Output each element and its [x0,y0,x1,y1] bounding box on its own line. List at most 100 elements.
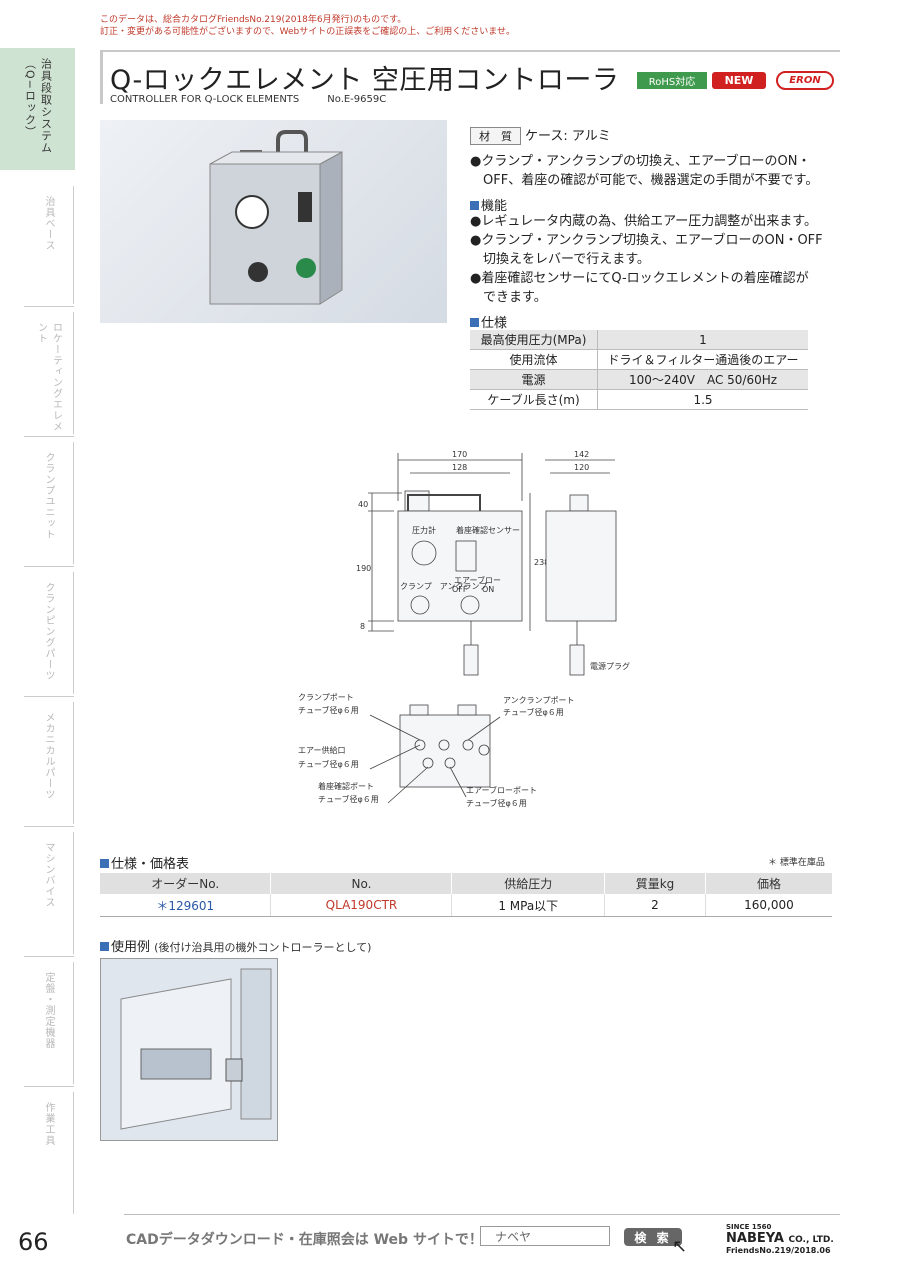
power-plug-label: 電源プラグ [590,661,630,671]
panel-pressure-label: 圧力計 [412,525,436,535]
price-table: オーダーNo. No. 供給圧力 質量kg 価格 ＊129601 QLA190C… [100,873,832,917]
unclamp-port-tube: チューブ径φ６用 [503,707,564,717]
page-subtitle: CONTROLLER FOR Q-LOCK ELEMENTS No.E-9659C [110,94,386,105]
machine-illustration [101,959,277,1140]
spec-value: 1.5 [597,389,808,410]
material-label: 材 質 [470,127,521,145]
spec-value: ドライ＆フィルター通過後のエアー [597,349,808,370]
spec-key: 最高使用圧力(MPa) [470,330,598,350]
price-heading-text: 仕様・価格表 [111,857,190,872]
sidebar-item-clamp-unit[interactable]: クランプユニット [24,442,74,564]
eron-logo: ERON [776,71,834,90]
features-heading-text: 機能 [481,199,508,214]
sidebar-item-mechanical-parts[interactable]: メカニカルパーツ [24,702,74,824]
sidebar-item-machine-vise[interactable]: マシンバイス [24,832,74,954]
sidebar-item-label: メカニカルパーツ [43,712,54,800]
intro-text: ●クランプ・アンクランプの切換え、エアーブローのON・ OFF、着座の確認が可能… [470,152,818,190]
panel-clamp-label: クランプ アンクランプ [400,582,487,591]
usage-heading: 使用例 (後付け治具用の機外コントローラーとして) [100,936,371,955]
dim-128: 128 [452,463,467,472]
panel-blow-label: エアーブロー [454,575,501,585]
spec-key: 使用流体 [470,349,598,370]
square-bullet-icon [470,201,479,210]
sidebar-item-label: 治具ベース [43,196,54,251]
sidebar-item-locating[interactable]: ロケーティングエレメント [24,312,74,434]
title-rule [100,50,840,52]
unclamp-port-label: アンクランプポート [503,696,574,705]
dim-40: 40 [358,500,368,509]
intro-line: OFF、着座の確認が可能で、機器選定の手間が不要です。 [470,173,819,188]
catalog-number: No.E-9659C [327,94,387,105]
new-badge: NEW [712,72,766,89]
sidebar-divider [24,436,74,437]
column-header: No. [270,873,453,894]
spec-heading-text: 仕様 [481,316,508,331]
subtitle-english: CONTROLLER FOR Q-LOCK ELEMENTS [110,94,300,105]
sidebar-item-label: 作業工具 [43,1102,54,1146]
sidebar-item-work-tools[interactable]: 作業工具 [24,1092,74,1214]
price-heading: 仕様・価格表 [100,853,189,872]
features-heading: 機能 [470,195,507,214]
sidebar-item-label: クランピングパーツ [43,582,54,681]
sidebar-item-qlock[interactable]: 治具段取システム（Q−ロック） [0,48,75,170]
usage-note: (後付け治具用の機外コントローラーとして) [154,941,372,954]
features-list: ●レギュレータ内蔵の為、供給エアー圧力調整が出来ます。 ●クランプ・アンクランプ… [470,212,823,307]
dimension-drawing: 170 128 圧力計 着座確認センサー クランプ アンクランプ エアーブロー … [298,450,630,808]
table-row: 最高使用圧力(MPa)1 [470,330,808,350]
dim-142: 142 [574,450,589,459]
clamp-port-tube: チューブ径φ６用 [298,705,359,715]
brand-suffix: CO., LTD. [788,1235,834,1245]
table-header-row: オーダーNo. No. 供給圧力 質量kg 価格 [100,873,832,894]
dim-120: 120 [574,463,589,472]
dim-238: 238 [534,558,549,567]
sidebar-item-label: 定盤・測定機器 [43,972,54,1049]
mass: 2 [604,894,706,917]
cursor-arrow-icon: ↖ [672,1236,688,1257]
feature-line: できます。 [470,290,547,305]
page-number: 66 [18,1228,49,1256]
sidebar-divider [24,696,74,697]
square-bullet-icon [470,318,479,327]
spec-key: 電源 [470,369,598,390]
search-button[interactable]: 検 索 [624,1228,682,1246]
rohs-badge: RoHS対応 [637,72,707,89]
cad-download-text: CADデータダウンロード・在庫照会は Web サイトで！ [126,1232,483,1248]
dim-170: 170 [452,450,467,459]
order-number: ＊129601 [100,894,272,917]
product-photo [100,120,447,323]
since-text: SINCE 1560 [726,1223,772,1231]
dim-190: 190 [356,564,371,573]
page-title: Q-ロックエレメント 空圧用コントローラ [110,65,620,96]
sidebar-divider [24,956,74,957]
title-accent [100,52,103,104]
notice-line-2: 訂正・変更がある可能性がございますので、Webサイトの正誤表をご確認の上、ご利用… [100,27,515,37]
sidebar-divider [24,1086,74,1087]
column-header: 質量kg [604,873,706,894]
column-header: 価格 [705,873,832,894]
table-row: 使用流体ドライ＆フィルター通過後のエアー [470,349,808,370]
seat-port-label: 着座確認ポート [318,781,374,791]
catalog-notice: このデータは、総合カタログFriendsNo.219(2018年6月発行)のもの… [100,14,515,38]
clamp-port-label: クランプポート [298,693,354,702]
panel-on-label: ON [482,585,494,594]
nabeya-logo: NABEYA CO., LTD. [726,1231,834,1246]
sidebar-item-jig-base[interactable]: 治具ベース [24,186,74,304]
spec-value: 100〜240V AC 50/60Hz [597,369,808,390]
footer-rule [124,1214,840,1215]
usage-example-image [100,958,278,1141]
column-header: オーダーNo. [100,873,272,894]
feature-line: ●クランプ・アンクランプ切換え、エアーブローのON・OFF [470,233,823,248]
sidebar-item-surface-plate[interactable]: 定盤・測定機器 [24,962,74,1084]
spec-key: ケーブル長さ(m) [470,389,598,410]
technical-drawing: 170 128 圧力計 着座確認センサー クランプ アンクランプ エアーブロー … [290,445,650,840]
sidebar-item-label: ロケーティングエレメント [35,322,62,432]
seat-port-tube: チューブ径φ６用 [318,794,379,804]
sidebar-item-clamping-parts[interactable]: クランピングパーツ [24,572,74,694]
sidebar-item-label: マシンバイス [43,842,54,908]
square-bullet-icon [100,942,109,951]
blow-port-label: エアーブローポート [466,785,537,795]
search-input[interactable]: ナベヤ [480,1226,610,1246]
table-row: ＊129601 QLA190CTR 1 MPa以下 2 160,000 [100,894,832,917]
sidebar-divider [24,306,74,307]
